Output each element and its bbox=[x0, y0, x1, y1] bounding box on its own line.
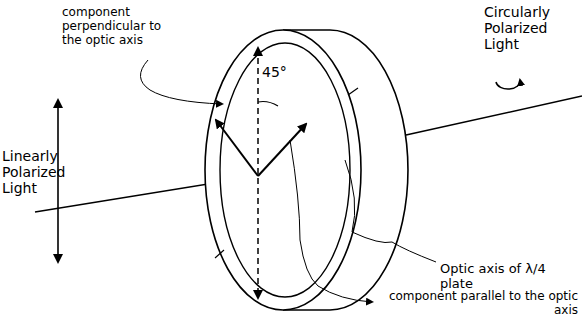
rotation-arrow bbox=[496, 80, 520, 89]
output-label: Circularly Polarized Light bbox=[484, 4, 579, 52]
light-beam bbox=[406, 96, 582, 135]
leader-line bbox=[345, 160, 436, 262]
leader-line bbox=[140, 60, 222, 104]
optic-axis-label: Optic axis of λ/4 plate bbox=[440, 262, 550, 292]
component-label: component parallel to the optic axis bbox=[378, 290, 578, 318]
perpendicular-component bbox=[216, 120, 258, 176]
component-label: component perpendicular to the optic axi… bbox=[62, 6, 182, 47]
plate-face bbox=[205, 30, 361, 310]
plate-inner-face bbox=[220, 43, 350, 297]
angle-label: 45° bbox=[262, 64, 302, 80]
parallel-component bbox=[258, 124, 306, 176]
polarization-arrow bbox=[257, 48, 259, 298]
angle-arc bbox=[258, 102, 278, 107]
leader-line bbox=[290, 140, 372, 302]
input-label: Linearly Polarized Light bbox=[2, 148, 58, 196]
polarization-arrow bbox=[57, 100, 59, 262]
